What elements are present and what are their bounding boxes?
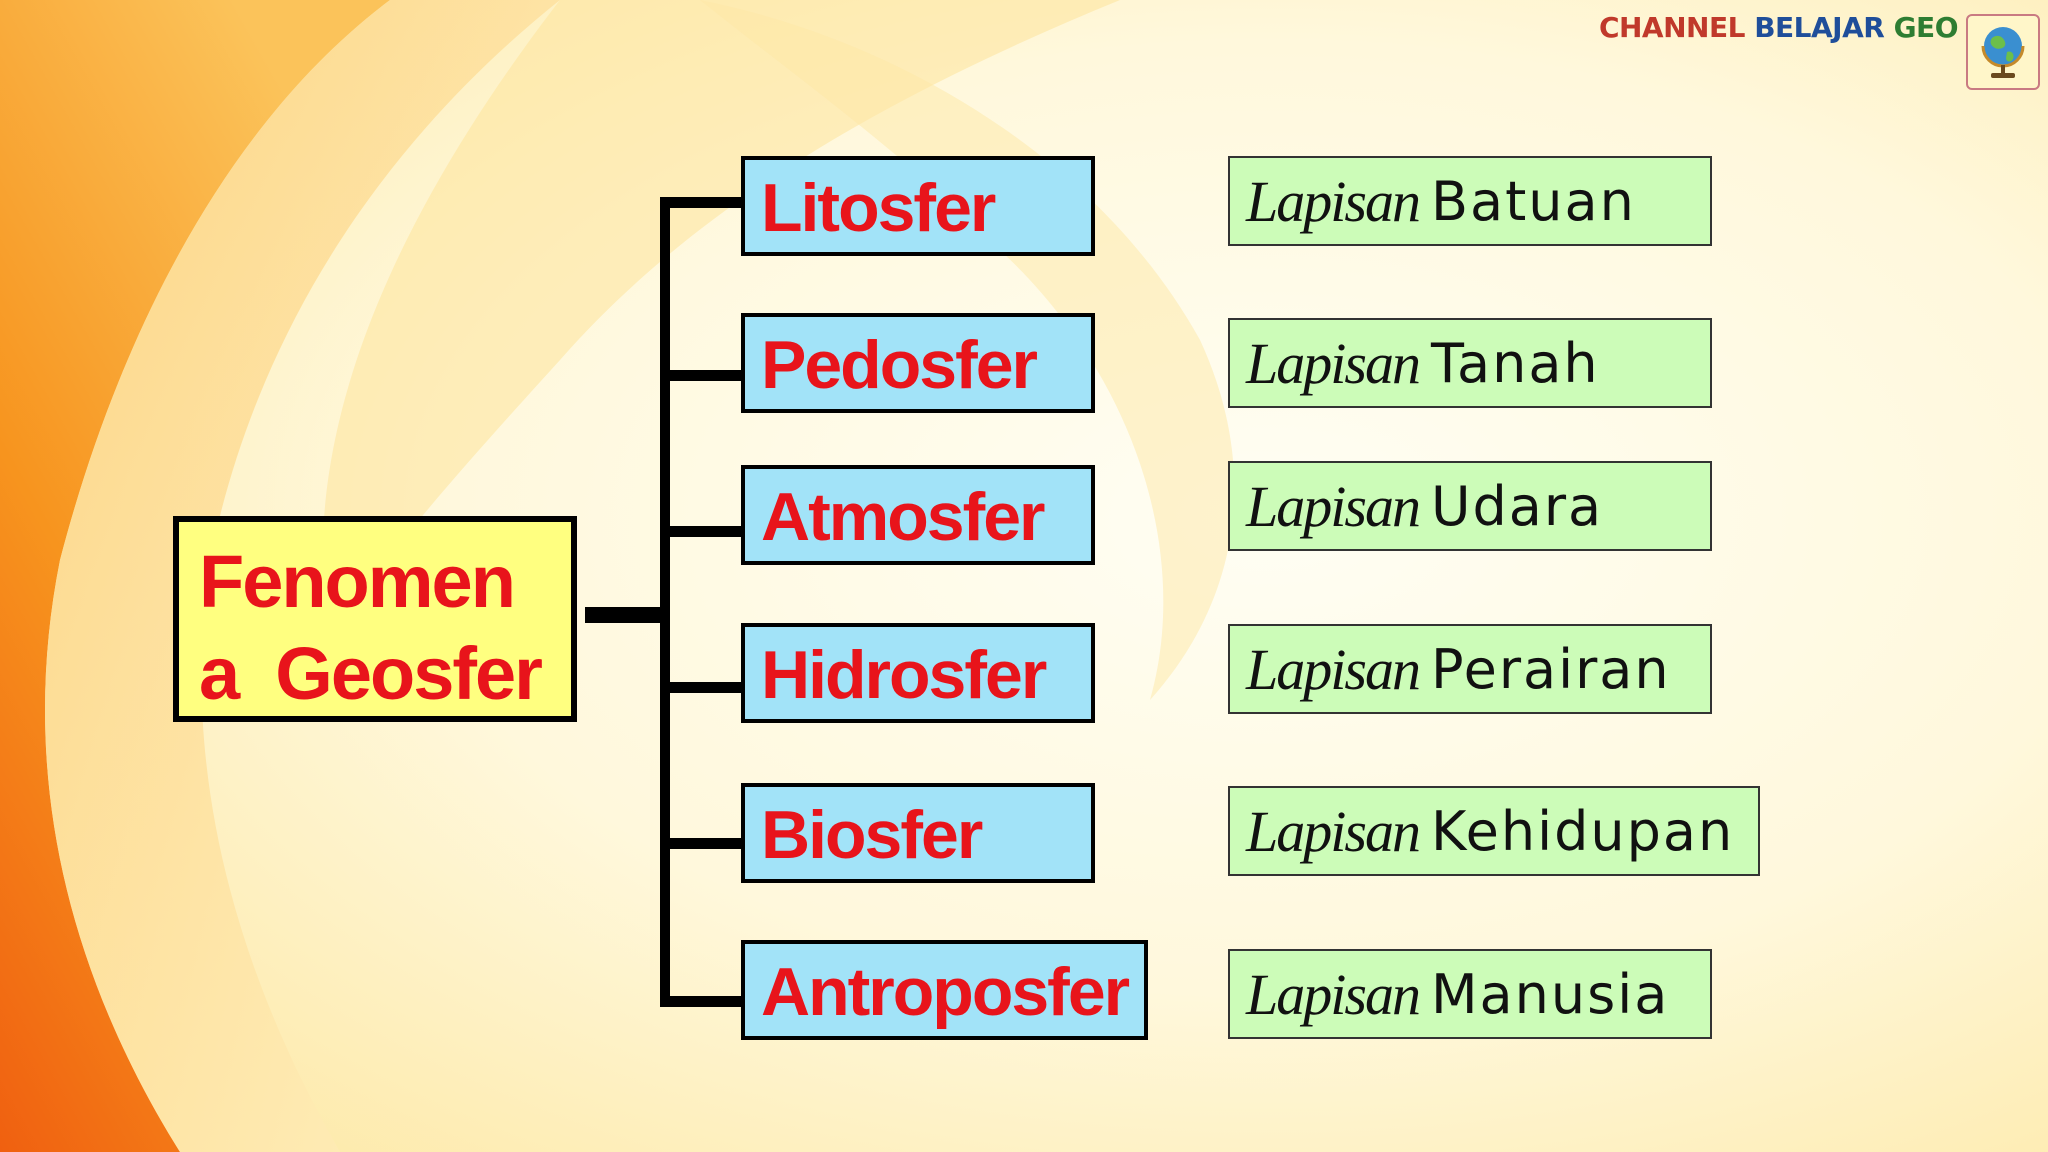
- desc-prefix: Lapisan: [1246, 961, 1421, 1027]
- connector-trunk: [660, 198, 670, 1006]
- channel-logo: [1966, 14, 2040, 90]
- connector-root: [585, 607, 665, 623]
- sphere-node-biosfer: Biosfer: [741, 783, 1095, 883]
- globe-icon: [1981, 27, 2025, 78]
- connector-branch-1: [660, 197, 745, 208]
- desc-text: Batuan: [1430, 169, 1636, 233]
- connector-branch-6: [660, 996, 745, 1007]
- desc-text: Tanah: [1430, 331, 1600, 395]
- desc-text: Kehidupan: [1430, 799, 1735, 863]
- desc-node-kehidupan: Lapisan Kehidupan: [1228, 786, 1760, 876]
- sphere-node-pedosfer: Pedosfer: [741, 313, 1095, 413]
- desc-prefix: Lapisan: [1246, 168, 1421, 234]
- desc-prefix: Lapisan: [1246, 473, 1421, 539]
- desc-node-manusia: Lapisan Manusia: [1228, 949, 1712, 1039]
- sphere-node-antroposfer: Antroposfer: [741, 940, 1148, 1040]
- desc-node-tanah: Lapisan Tanah: [1228, 318, 1712, 408]
- root-label-line-1: Fenomen: [199, 540, 516, 623]
- watermark-word-channel: CHANNEL: [1598, 11, 1746, 44]
- root-node-fenomena-geosfer: Fenomen a Geosfer: [173, 516, 577, 722]
- root-label-line-2: a Geosfer: [199, 632, 543, 715]
- desc-prefix: Lapisan: [1246, 330, 1421, 396]
- connector-branch-2: [660, 370, 745, 381]
- sphere-node-litosfer: Litosfer: [741, 156, 1095, 256]
- desc-node-perairan: Lapisan Perairan: [1228, 624, 1712, 714]
- desc-text: Manusia: [1430, 962, 1670, 1026]
- desc-node-udara: Lapisan Udara: [1228, 461, 1712, 551]
- desc-prefix: Lapisan: [1246, 636, 1421, 702]
- channel-watermark: CHANNEL BELAJAR GEO: [1598, 8, 1959, 48]
- connector-branch-5: [660, 838, 745, 849]
- desc-node-batuan: Lapisan Batuan: [1228, 156, 1712, 246]
- connector-branch-4: [660, 682, 745, 693]
- desc-text: Perairan: [1430, 637, 1671, 701]
- watermark-word-geo: GEO: [1893, 11, 1959, 44]
- sphere-node-atmosfer: Atmosfer: [741, 465, 1095, 565]
- watermark-word-belajar: BELAJAR: [1754, 11, 1885, 44]
- sphere-node-hidrosfer: Hidrosfer: [741, 623, 1095, 723]
- connector-branch-3: [660, 526, 745, 537]
- desc-prefix: Lapisan: [1246, 798, 1421, 864]
- desc-text: Udara: [1430, 474, 1604, 538]
